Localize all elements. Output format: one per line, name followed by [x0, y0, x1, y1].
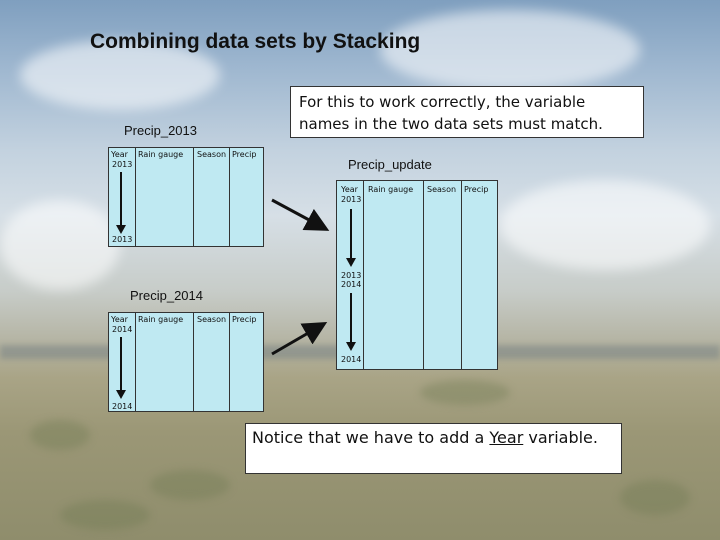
header-season: Season: [197, 315, 227, 324]
header-precip: Precip: [464, 185, 489, 194]
header-rain-gauge: Rain gauge: [138, 150, 184, 159]
down-arrow-icon: [346, 293, 356, 351]
header-year: Year: [111, 315, 128, 324]
shrub: [60, 500, 150, 530]
cloud: [0, 200, 120, 290]
precip-2014-label: Precip_2014: [130, 288, 203, 303]
arrow-2014-to-update-icon: [271, 321, 328, 356]
year-value: 2014: [112, 325, 133, 334]
header-rain-gauge: Rain gauge: [138, 315, 184, 324]
cloud: [20, 40, 220, 110]
year-value: 2013: [341, 195, 362, 204]
header-year: Year: [111, 150, 128, 159]
column-divider: [135, 148, 136, 246]
down-arrow-icon: [346, 209, 356, 267]
header-precip: Precip: [232, 315, 257, 324]
notice-box: Notice that we have to add a Year variab…: [245, 423, 622, 474]
year-value: 2014: [341, 280, 362, 289]
precip-update-table: Year Rain gauge Season Precip 2013 2013 …: [336, 180, 498, 370]
column-divider: [423, 181, 424, 369]
arrow-2013-to-update-icon: [271, 198, 330, 231]
header-season: Season: [197, 150, 227, 159]
year-value: 2014: [112, 402, 133, 411]
year-value: 2014: [341, 355, 362, 364]
shrub: [150, 470, 230, 500]
precip-update-label: Precip_update: [348, 157, 432, 172]
shrub: [30, 420, 90, 450]
header-year: Year: [341, 185, 358, 194]
notice-suffix: variable.: [523, 428, 598, 447]
column-divider: [461, 181, 462, 369]
column-divider: [193, 148, 194, 246]
notice-prefix: Notice that we have to add a: [252, 428, 490, 447]
header-rain-gauge: Rain gauge: [368, 185, 414, 194]
down-arrow-icon: [116, 172, 126, 234]
precip-2013-label: Precip_2013: [124, 123, 197, 138]
precip-2013-table: Year Rain gauge Season Precip 2013 2013: [108, 147, 264, 247]
header-season: Season: [427, 185, 457, 194]
header-precip: Precip: [232, 150, 257, 159]
slide-title: Combining data sets by Stacking: [90, 30, 421, 53]
column-divider: [363, 181, 364, 369]
cloud: [500, 180, 710, 270]
column-divider: [193, 313, 194, 411]
notice-emphasis: Year: [489, 428, 524, 447]
cloud: [380, 10, 640, 90]
down-arrow-icon: [116, 337, 126, 399]
precip-2014-table: Year Rain gauge Season Precip 2014 2014: [108, 312, 264, 412]
year-value: 2013: [112, 235, 133, 244]
column-divider: [229, 313, 230, 411]
year-value: 2013: [341, 271, 362, 280]
shrub: [420, 380, 510, 405]
column-divider: [229, 148, 230, 246]
column-divider: [135, 313, 136, 411]
callout-box: For this to work correctly, the variable…: [290, 86, 644, 138]
year-value: 2013: [112, 160, 133, 169]
shrub: [620, 480, 690, 515]
